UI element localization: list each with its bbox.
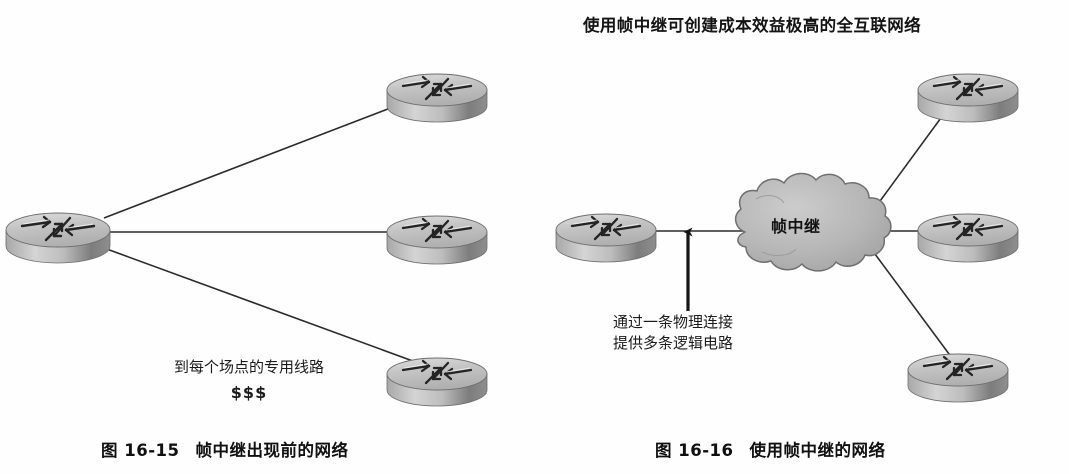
cloud-icon[interactable] [734, 172, 892, 272]
router-left-hub[interactable] [555, 213, 657, 263]
right-figure-annotation: 通过一条物理连接 提供多条逻辑电路 [578, 312, 768, 354]
right-figure-caption: 图 16-16 使用帧中继的网络 [655, 437, 886, 461]
router-hub[interactable] [5, 212, 111, 264]
annotation-line-2: 提供多条逻辑电路 [612, 334, 733, 352]
router-top-right[interactable] [917, 73, 1019, 123]
router-site-middle[interactable] [386, 215, 488, 265]
router-site-top[interactable] [386, 73, 488, 123]
left-caption-text: 帧中继出现前的网络 [195, 441, 349, 460]
left-caption-number: 图 16-15 [101, 441, 180, 460]
annotation-line-1: 通过一条物理连接 [612, 313, 733, 331]
left-figure-annotation: 到每个场点的专用线路 [173, 358, 324, 376]
link-cloud-to-bottom-right [871, 249, 953, 359]
router-site-bottom[interactable] [386, 357, 488, 407]
router-middle-right[interactable] [917, 213, 1019, 263]
left-figure-caption: 图 16-15 帧中继出现前的网络 [101, 437, 349, 461]
link-hub-to-top [103, 91, 433, 219]
router-bottom-right[interactable] [907, 353, 1009, 403]
link-hub-to-bottom [103, 247, 433, 369]
right-caption-text: 使用帧中继的网络 [749, 441, 886, 460]
right-caption-number: 图 16-16 [655, 441, 734, 460]
left-figure-cost-label: $$$ [230, 383, 268, 402]
right-figure-heading: 使用帧中继可创建成本效益极高的全互联网络 [583, 16, 921, 35]
cloud-label: 帧中继 [771, 217, 821, 236]
left-figure-links [103, 91, 433, 369]
